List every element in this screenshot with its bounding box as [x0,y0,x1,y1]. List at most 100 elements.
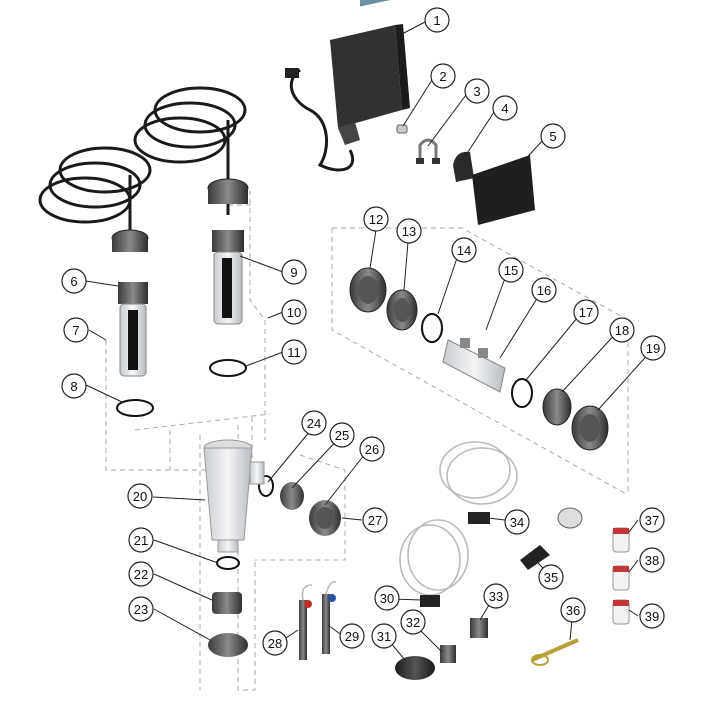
callout-5: 5 [540,123,566,149]
flow-cell [203,439,341,657]
callout-29: 29 [339,623,365,649]
callout-bubble [639,547,665,573]
callout-36: 36 [560,597,586,623]
callout-27: 27 [362,507,388,533]
callout-number: 2 [439,69,446,84]
callout-number: 3 [473,84,480,99]
control-unit [285,0,410,172]
callout-30: 30 [374,585,400,611]
callout-number: 30 [380,591,394,606]
callout-bubble [424,7,450,33]
callout-bubble [540,123,566,149]
callout-9: 9 [281,259,307,285]
callout-10: 10 [281,299,307,325]
callout-number: 32 [406,615,420,630]
callout-number: 34 [510,515,524,530]
callout-number: 11 [287,345,301,360]
callout-1: 1 [424,7,450,33]
callout-number: 28 [268,636,282,651]
callout-number: 36 [566,603,580,618]
callout-bubble [464,78,490,104]
callout-21: 21 [128,527,154,553]
callout-20: 20 [127,483,153,509]
callout-bubble [451,237,477,263]
callout-number: 37 [645,513,659,528]
callout-38: 38 [639,547,665,573]
callout-number: 5 [549,129,556,144]
callout-number: 6 [70,274,77,289]
callout-number: 26 [365,442,379,457]
callout-number: 38 [645,553,659,568]
callout-number: 22 [134,567,148,582]
callout-number: 14 [457,243,471,258]
callout-bubble [339,623,365,649]
callout-7: 7 [63,317,89,343]
callout-bubble [538,564,564,590]
small-parts-top [396,124,535,225]
callout-number: 15 [504,263,518,278]
callout-31: 31 [371,623,397,649]
callout-bubble [63,317,89,343]
callout-39: 39 [639,603,665,629]
callout-bubble [560,597,586,623]
callout-number: 23 [134,602,148,617]
callout-number: 20 [133,489,147,504]
leader-lines [85,21,653,661]
callout-25: 25 [329,422,355,448]
callout-bubble [281,299,307,325]
o-rings [116,313,533,570]
callout-bubble [61,268,87,294]
small-parts-bottom [395,507,583,680]
callout-bubble [504,509,530,535]
callout-33: 33 [483,583,509,609]
callout-bubble [262,630,288,656]
callout-number: 13 [402,224,416,239]
callout-bubble [639,507,665,533]
sensor-right [207,178,249,325]
callout-4: 4 [492,95,518,121]
pipe-fittings [349,267,609,451]
callout-number: 35 [544,570,558,585]
callout-28: 28 [262,630,288,656]
callout-34: 34 [504,509,530,535]
callout-12: 12 [363,206,389,232]
callout-35: 35 [538,564,564,590]
callout-bubble [301,410,327,436]
callout-number: 24 [307,416,321,431]
callout-number: 25 [335,428,349,443]
callout-17: 17 [573,299,599,325]
callout-bubble [128,561,154,587]
callout-number: 29 [345,629,359,644]
callout-bubble [430,63,456,89]
callout-16: 16 [531,277,557,303]
callout-bubble [573,299,599,325]
callout-bubble [639,603,665,629]
callout-26: 26 [359,436,385,462]
callout-number: 4 [501,101,508,116]
callout-number: 1 [433,13,440,28]
callout-bubble [127,483,153,509]
sensor-left [111,229,149,377]
callout-11: 11 [281,339,307,365]
callout-14: 14 [451,237,477,263]
callout-number: 8 [70,379,77,394]
callout-number: 9 [290,265,297,280]
callout-bubble [609,317,635,343]
callout-bubble [61,373,87,399]
callout-number: 12 [369,212,383,227]
callout-bubble [396,218,422,244]
callout-15: 15 [498,257,524,283]
callout-22: 22 [128,561,154,587]
wire-coils [399,441,518,607]
callout-number: 19 [646,341,660,356]
callout-bubble [281,259,307,285]
callout-number: 31 [377,629,391,644]
callout-18: 18 [609,317,635,343]
callout-bubble [363,206,389,232]
callout-bubble [374,585,400,611]
cable-coils [38,86,247,230]
callout-19: 19 [640,335,666,361]
callout-37: 37 [639,507,665,533]
callout-bubble [281,339,307,365]
